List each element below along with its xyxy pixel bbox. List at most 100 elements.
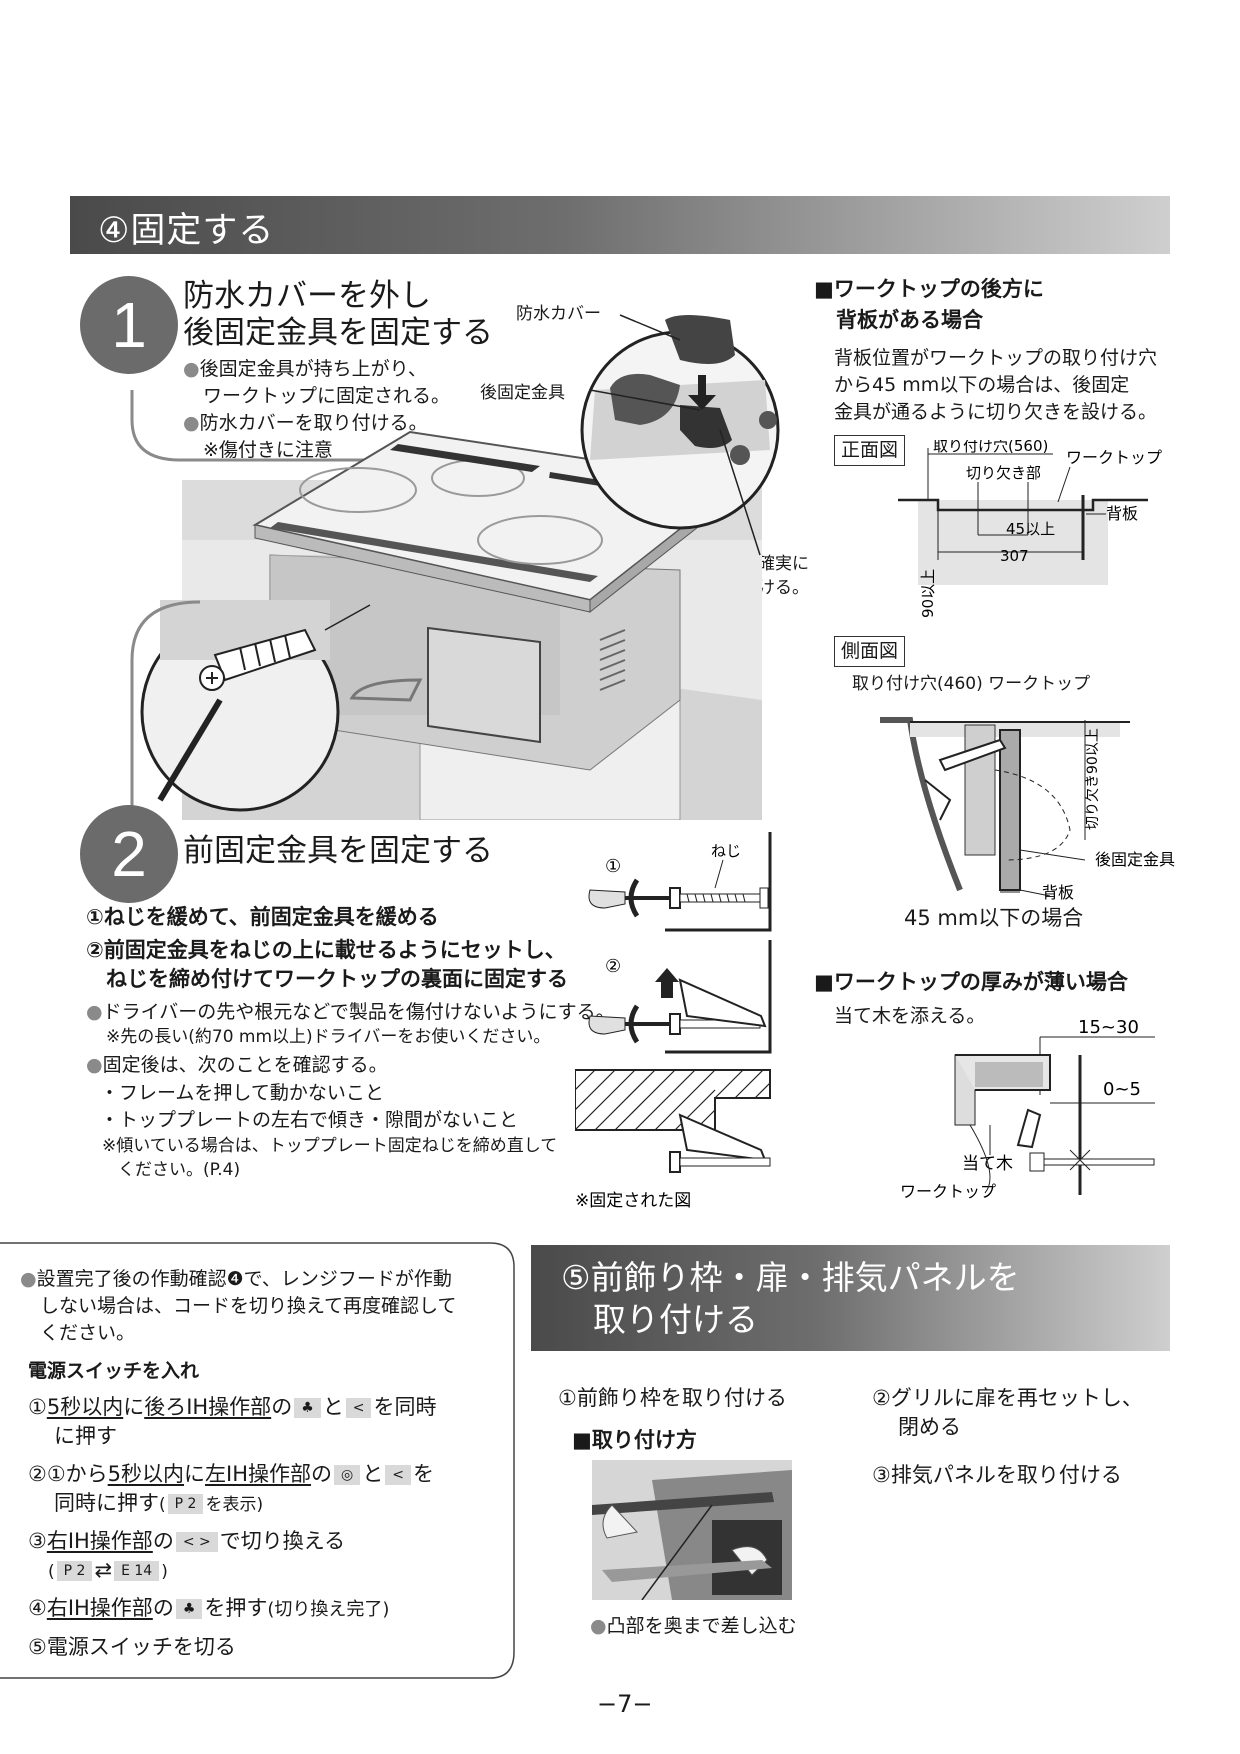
display-p2: P 2 <box>56 1561 93 1581</box>
side-worktop-text: ワークトップ <box>988 674 1091 694</box>
notebox-intro-line3: ください。 <box>40 1322 136 1344</box>
left-key-icon: < <box>385 1465 411 1485</box>
front-worktop-label: ワークトップ <box>1066 448 1162 467</box>
section4-header-bar: ④固定する <box>70 196 1170 254</box>
s3-prefix: ③ <box>28 1529 47 1553</box>
front-hole-label: 取り付け穴(560) <box>933 440 1048 455</box>
timer-key-icon: ◎ <box>334 1465 361 1485</box>
bullet-dot-icon: ● <box>86 1001 103 1023</box>
s2-mid: に <box>184 1462 206 1486</box>
section5-item2-line2: 閉める <box>898 1415 961 1439</box>
s4-prefix: ④ <box>28 1596 47 1620</box>
notebox-step5: ⑤電源スイッチを切る <box>28 1635 236 1659</box>
thin-worktop-diagram: 15~30 0~5 当て木 ワークトップ <box>900 1017 1155 1201</box>
notebox-border <box>0 1242 515 1679</box>
diagram-label-screw: ねじ <box>711 842 741 860</box>
s1-u2: 後ろIH操作部 <box>144 1395 272 1419</box>
step1-title-line2: 後固定金具を固定する <box>183 315 493 351</box>
bullet-dot-icon: ● <box>183 358 200 380</box>
section5-header-bar: ⑤前飾り枠・扉・排気パネルを 取り付ける <box>531 1245 1170 1351</box>
step2-bullet2-text: 固定後は、次のことを確認する。 <box>102 1054 388 1076</box>
section5-item1: ①前飾り枠を取り付ける <box>558 1386 787 1410</box>
bullet-dot-icon: ● <box>86 1054 103 1076</box>
section5-bullet: ●凸部を奥まで差し込む <box>590 1613 797 1640</box>
backboard-heading-line1: ■ワークトップの後方に <box>814 277 1044 301</box>
side-hole-label: 取り付け穴(460) ワークトップ <box>852 672 1090 696</box>
notebox-power-on: 電源スイッチを入れ <box>28 1360 200 1382</box>
step2-bullet1: ●ドライバーの先や根元などで製品を傷付けないようにする。 <box>86 999 615 1026</box>
thin-heading: ■ワークトップの厚みが薄い場合 <box>814 970 1128 994</box>
front-bracket-diagram: ① ねじ ② ※固定された図 <box>575 832 772 1210</box>
step1-bullet2: ●防水カバーを取り付ける。 ※傷付きに注意 <box>183 410 428 464</box>
section5-how-heading: ■取り付け方 <box>572 1428 697 1452</box>
diagram-caption: ※固定された図 <box>575 1191 691 1210</box>
step2-note-line2: ください。(P.4) <box>118 1160 241 1180</box>
step1-bullet1-line1: 後固定金具が持ち上がり、 <box>199 358 427 380</box>
page-number: −7− <box>597 1690 653 1718</box>
step2-title: 前固定金具を固定する <box>183 833 493 869</box>
front-notch-label: 切り欠き部 <box>966 464 1041 482</box>
s3-open: ( <box>48 1562 55 1582</box>
side-caption: 45 mm以下の場合 <box>904 906 1084 930</box>
side-notch-label: 切り欠き90以上 <box>1085 728 1101 830</box>
burner-key-icon: ♣ <box>294 1398 321 1418</box>
s2-to: と <box>362 1462 384 1486</box>
thin-text: 当て木を添える。 <box>834 1005 986 1027</box>
thin-worktop-label: ワークトップ <box>900 1182 996 1201</box>
swap-arrow-icon: ⇄ <box>94 1558 113 1582</box>
step2-bullet2: ●固定後は、次のことを確認する。 <box>86 1052 388 1079</box>
thin-wood-label: 当て木 <box>962 1154 1013 1174</box>
burner-key-icon: ♣ <box>175 1599 203 1619</box>
side-view-diagram: 切り欠き90以上 後固定金具 背板 <box>880 717 1175 900</box>
front-90-label: 90以上 <box>919 569 937 618</box>
s2-prefix: ②①から <box>28 1462 108 1486</box>
step2-note: ※傾いている場合は、トッププレート固定ねじを締め直して ください。(P.4) <box>102 1134 557 1182</box>
step2-bullet1-note: ※先の長い(約70 mm以上)ドライバーをお使いください。 <box>106 1027 551 1047</box>
s3-u: 右IH操作部 <box>46 1529 153 1553</box>
backboard-text-line3: 金具が通るように切り欠きを設ける。 <box>834 401 1158 423</box>
backboard-text: 背板位置がワークトップの取り付け穴 から45 mm以下の場合は、後固定 金具が通… <box>834 345 1157 426</box>
arrow-keys-icon: < > <box>175 1532 218 1552</box>
backboard-text-line1: 背板位置がワークトップの取り付け穴 <box>834 347 1158 369</box>
s2-paren-close: を表示) <box>205 1495 264 1515</box>
display-p2: P 2 <box>167 1494 204 1514</box>
s4-no: の <box>152 1596 174 1620</box>
s3-close: ) <box>161 1562 168 1582</box>
notebox-step1: ①5秒以内に後ろIH操作部の♣と<を同時 に押す <box>28 1393 436 1451</box>
step2-check2: ・トッププレートの左右で傾き・隙間がないこと <box>100 1109 519 1131</box>
side-bracket-label: 後固定金具 <box>1095 850 1175 869</box>
section5-item2-line1: ②グリルに扉を再セットし、 <box>872 1386 1143 1410</box>
s1-mid: に <box>123 1395 145 1419</box>
s1-no: の <box>271 1395 293 1419</box>
front-view-label: 正面図 <box>834 435 906 466</box>
thin-dim1: 15~30 <box>1078 1017 1139 1038</box>
s1-to: と <box>322 1395 344 1419</box>
side-backboard-label: 背板 <box>1042 883 1074 900</box>
notebox-step3: ③右IH操作部の< >で切り換える (P 2⇄E 14) <box>28 1527 345 1587</box>
s2-line2: 同時に押す <box>54 1491 159 1515</box>
step1-bullet2-line2: ※傷付きに注意 <box>203 439 333 461</box>
backboard-text-line2: から45 mm以下の場合は、後固定 <box>834 374 1130 396</box>
s4-u: 右IH操作部 <box>46 1596 153 1620</box>
section5-item3: ③排気パネルを取り付ける <box>872 1463 1122 1487</box>
s2-u1: 5秒以内 <box>107 1462 185 1486</box>
diagram-num1: ① <box>605 856 621 877</box>
notebox-intro: ●設置完了後の作動確認❹で、レンジフードが作動 しない場合は、コードを切り換えて… <box>20 1266 456 1347</box>
section5-title-line2: 取り付ける <box>593 1300 758 1339</box>
s1-line2: に押す <box>54 1424 117 1448</box>
diagram-num2: ② <box>605 956 621 977</box>
s1-u1: 5秒以内 <box>46 1395 124 1419</box>
step2-item2: ②前固定金具をねじの上に載せるようにセットし、 ねじを締め付けてワークトップの裏… <box>86 936 568 994</box>
notebox-intro-line1: 設置完了後の作動確認❹で、レンジフードが作動 <box>36 1268 452 1290</box>
front-backboard-label: 背板 <box>1106 504 1138 523</box>
step2-item2-line2: ねじを締め付けてワークトップの裏面に固定する <box>106 967 568 991</box>
front-307-label: 307 <box>1000 547 1029 565</box>
display-e14: E 14 <box>114 1561 160 1581</box>
label-rear-bracket: 後固定金具 <box>480 383 565 403</box>
step2-number: 2 <box>80 805 178 903</box>
bullet-dot-icon: ● <box>183 412 200 434</box>
step-connector-line <box>130 600 201 828</box>
step2-check1: ・フレームを押して動かないこと <box>100 1082 384 1104</box>
bullet-dot-icon: ● <box>20 1268 37 1290</box>
